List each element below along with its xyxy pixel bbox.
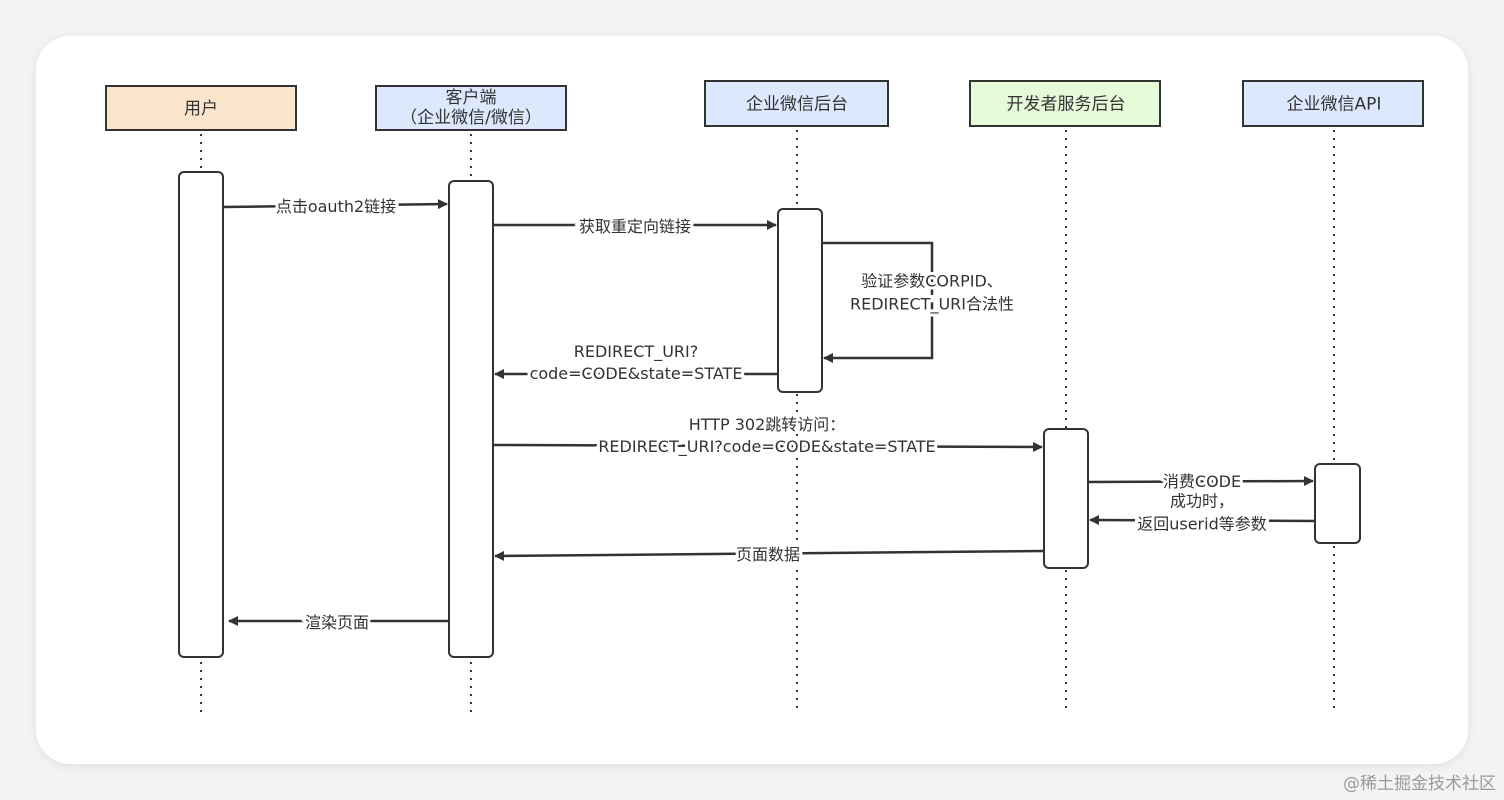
participant-label-client: 客户端 [446,88,497,108]
participant-client [375,85,567,131]
message-label-redirect-uri-reply: code=CODE&state=STATE [530,364,743,383]
message-arrow-validate-params [822,241,934,363]
message-label-validate-params: REDIRECT_URI合法性 [850,295,1014,315]
activation-wework [777,208,823,393]
message-arrow-return-userid [1089,515,1316,526]
message-arrow-http-302 [492,441,1043,452]
participant-dev_backend [969,80,1161,127]
message-label-click-oauth2-link: 点击oauth2链接 [276,197,396,216]
message-label-get-redirect-link: 获取重定向链接 [579,217,691,236]
message-label-http-302: HTTP 302跳转访问： [689,415,846,434]
message-label-page-data-msg: 页面数据 [736,545,800,564]
message-label-redirect-uri-reply: REDIRECT_URI? [574,342,698,362]
participant-label-client: （企业微信/微信） [400,108,542,128]
activation-user [178,171,224,658]
message-label-http-302: REDIRECT_URI?code=CODE&state=STATE [598,437,935,457]
participant-wework_backend [704,80,889,127]
message-label-validate-params: 验证参数CORPID、 [861,272,1003,291]
message-arrow-click-oauth2-link [222,199,448,210]
participant-wework_api [1242,80,1424,127]
activation-client [448,180,494,658]
participant-user [105,85,297,131]
participant-label-user: 用户 [184,99,218,119]
message-label-return-userid: 成功时， [1170,492,1234,511]
activation-api [1314,463,1361,544]
activation-dev [1043,428,1089,569]
participant-label-wework_backend: 企业微信后台 [746,95,848,115]
message-arrow-page-data-msg [494,549,1045,561]
participant-label-dev_backend: 开发者服务后台 [1007,95,1126,115]
participant-label-wework_api: 企业微信API [1287,95,1382,115]
message-label-consume-code: 消费CODE [1163,472,1241,491]
diagram-card [36,36,1468,764]
message-label-render-page: 渲染页面 [305,613,369,632]
watermark: @稀土掘金技术社区 [1343,774,1496,794]
message-label-return-userid: 返回userid等参数 [1137,515,1267,534]
message-arrow-consume-code [1087,476,1314,487]
